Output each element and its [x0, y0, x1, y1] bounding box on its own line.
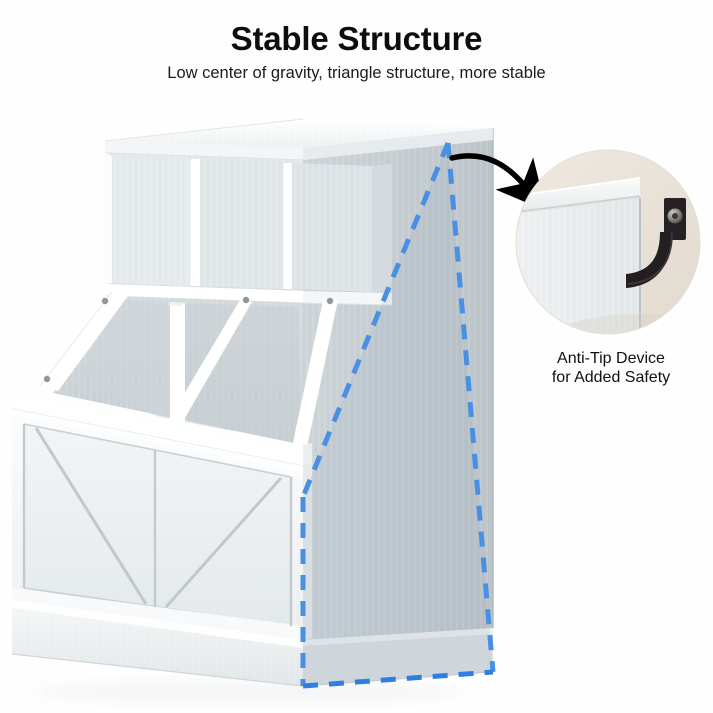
anti-tip-caption-line2: for Added Safety [551, 369, 671, 386]
cam-screw-icon [43, 375, 51, 383]
bin-left-rail [39, 291, 128, 391]
anti-tip-strap [626, 198, 686, 288]
triangle-right-edge [445, 142, 496, 673]
page-title: Stable Structure [230, 20, 483, 57]
top-cubby-row [104, 153, 393, 306]
anti-tip-caption-line1: Anti-Tip Device [557, 350, 665, 367]
plinth-base [11, 600, 494, 687]
page-subtitle: Low center of gravity, triangle structur… [167, 64, 546, 82]
cubby-left [112, 156, 190, 286]
cubby-right [292, 163, 392, 293]
barn-door-front-panel [12, 409, 312, 640]
cubby-center [200, 159, 283, 289]
anti-tip-device-inset [515, 149, 701, 335]
bin-right-rail [168, 296, 252, 423]
top-board [104, 118, 493, 161]
cubby-divider-1 [189, 159, 200, 286]
curved-arrow-icon [449, 153, 547, 212]
inset-furniture-panel [516, 177, 641, 334]
bin-left [72, 300, 170, 421]
bin-outer-right-rail [292, 297, 338, 452]
floor-shadow [35, 680, 465, 704]
bin-divider [168, 302, 185, 424]
bin-right [185, 303, 298, 440]
storage-bench-unit [11, 118, 496, 704]
cam-screw-icon [242, 296, 250, 304]
cam-screw-icon [326, 297, 334, 305]
triangle-base-edge [302, 669, 494, 689]
cam-screw-icon [101, 297, 109, 305]
cubby-divider-2 [282, 163, 292, 289]
triangle-stability-outline [300, 142, 496, 689]
storage-bin-area [11, 291, 338, 467]
triangle-left-edge [300, 142, 451, 498]
anti-tip-caption: Anti-Tip Device for Added Safety [516, 349, 706, 387]
